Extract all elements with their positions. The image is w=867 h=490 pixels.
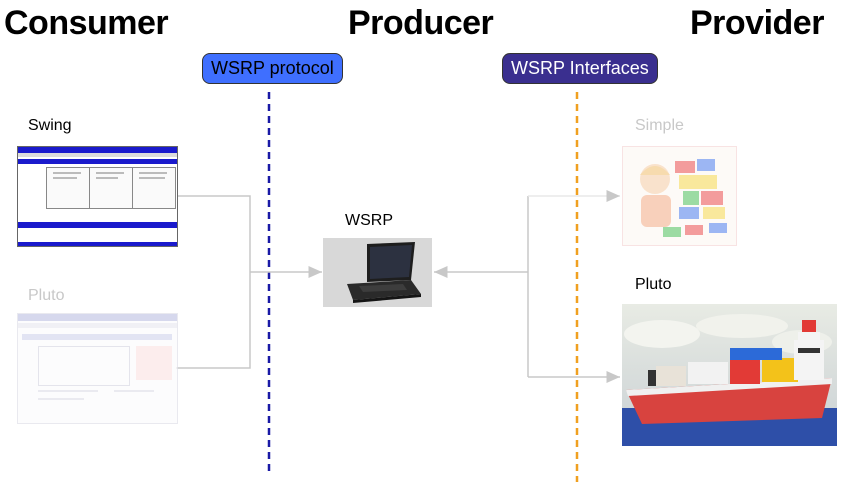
pluto-consumer-label: Pluto <box>28 287 65 304</box>
wsrp-interfaces-tag: WSRP Interfaces <box>502 53 658 84</box>
consumer-heading: Consumer <box>4 4 169 42</box>
wsrp-producer-label: WSRP <box>345 212 393 229</box>
pluto-consumer-portal-screenshot <box>17 313 178 424</box>
wsrp-protocol-tag: WSRP protocol <box>202 53 343 84</box>
pluto-provider-lego-ship-image <box>622 304 837 446</box>
swing-portal-screenshot <box>17 146 178 247</box>
laptop-producer-icon <box>323 238 432 307</box>
provider-heading: Provider <box>690 4 824 42</box>
pluto-consumer-connector <box>176 272 251 369</box>
pluto-provider-label: Pluto <box>635 276 672 293</box>
producer-heading: Producer <box>348 4 494 42</box>
swing-label: Swing <box>28 117 72 134</box>
simple-provider-label: Simple <box>635 117 684 134</box>
simple-provider-lego-image <box>622 146 737 246</box>
swing-connector <box>176 195 251 272</box>
